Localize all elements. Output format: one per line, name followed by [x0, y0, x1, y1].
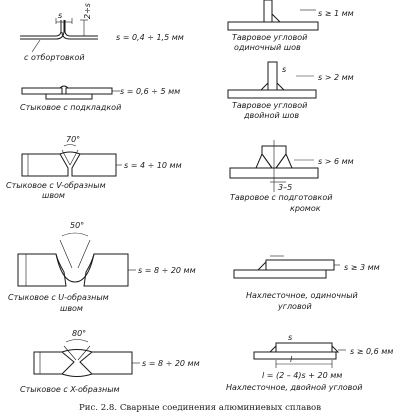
- butt-u-caption-line1: Стыковое с U-образным: [8, 293, 109, 302]
- tee-double-drawing: s: [227, 61, 317, 99]
- lap-double-spec: s ≥ 0,6 мм: [350, 347, 393, 356]
- butt-u-caption-line2: швом: [60, 304, 83, 313]
- joint-butt-v: 70° s = 4 ÷ 10 мм Стыковое с V-образным …: [6, 135, 182, 200]
- joint-tee-bevel: 3–5 s > 6 мм Тавровое с подготовкой кром…: [229, 140, 354, 213]
- butt-v-spec: s = 4 ÷ 10 мм: [124, 161, 182, 170]
- lap-double-dim-s: s: [288, 333, 292, 342]
- svg-text:s: s: [282, 65, 286, 74]
- lap-double-caption: Нахлесточное, двойной угловой: [226, 383, 362, 392]
- tee-double-spec: s > 2 мм: [318, 73, 354, 82]
- tee-single-drawing: [227, 0, 319, 31]
- butt-backing-spec: s = 0,6 ÷ 5 мм: [120, 87, 180, 96]
- butt-v-caption-line2: швом: [42, 191, 65, 200]
- butt-v-angle: 70°: [66, 135, 80, 144]
- joint-flanged: s 2÷s с отбортовкой s = 0,4 ÷ 1,5 мм: [20, 3, 184, 62]
- flanged-dim-flange: 2÷s: [83, 3, 92, 19]
- tee-bevel-caption-line1: Тавровое с подготовкой: [230, 193, 332, 202]
- joint-butt-u: 50° s = 8 ÷ 20 мм Стыковое с U-образным …: [8, 221, 196, 313]
- butt-v-drawing: [21, 144, 122, 177]
- butt-x-drawing: [33, 339, 140, 377]
- butt-x-angle: 80°: [72, 329, 86, 338]
- flanged-spec: s = 0,4 ÷ 1,5 мм: [116, 33, 184, 42]
- butt-x-spec: s = 8 ÷ 20 мм: [142, 359, 200, 368]
- joint-tee-double: s s > 2 мм Тавровое угловой двойной шов: [227, 61, 354, 120]
- flanged-drawing: [20, 18, 98, 53]
- tee-double-caption-line1: Тавровое угловой: [232, 101, 307, 110]
- tee-bevel-caption-line2: кромок: [290, 204, 321, 213]
- flanged-caption: с отбортовкой: [24, 53, 85, 62]
- joint-butt-backing: Стыковое с подкладкой s = 0,6 ÷ 5 мм: [20, 85, 180, 112]
- joint-tee-single: s ≥ 1 мм Тавровое угловой одиночный шов: [227, 0, 354, 52]
- tee-single-caption-line2: одиночный шов: [234, 43, 301, 52]
- butt-x-caption: Стыковое с X-образным: [20, 385, 120, 394]
- butt-u-spec: s = 8 ÷ 20 мм: [138, 266, 196, 275]
- tee-bevel-drawing: [229, 140, 319, 192]
- butt-backing-caption: Стыковое с подкладкой: [20, 103, 121, 112]
- lap-double-formula: l = (2 – 4)s + 20 мм: [262, 371, 342, 380]
- butt-backing-drawing: [21, 85, 120, 100]
- figure-caption: Рис. 2.8. Сварные соединения алюминиевых…: [79, 403, 321, 413]
- tee-bevel-spec: s > 6 мм: [318, 157, 354, 166]
- lap-single-drawing: [233, 255, 340, 279]
- tee-single-spec: s ≥ 1 мм: [318, 9, 354, 18]
- butt-u-drawing: [17, 232, 136, 287]
- lap-double-drawing: [253, 342, 346, 368]
- joint-lap-double: l s s ≥ 0,6 мм l = (2 – 4)s + 20 мм Нахл…: [226, 333, 393, 392]
- tee-double-caption-line2: двойной шов: [243, 111, 299, 120]
- lap-single-caption-line1: Нахлесточное, одиночный: [246, 291, 358, 300]
- joint-butt-x: 80° s = 8 ÷ 20 мм Стыковое с X-образным: [20, 329, 200, 394]
- lap-single-caption-line2: угловой: [277, 302, 312, 311]
- butt-v-caption-line1: Стыковое с V-образным: [6, 181, 106, 190]
- butt-u-angle: 50°: [70, 221, 84, 230]
- lap-double-dim-l: l: [290, 355, 293, 364]
- joint-lap-single: s ≥ 3 мм Нахлесточное, одиночный угловой: [233, 255, 380, 311]
- flanged-dim-s: s: [58, 11, 62, 20]
- lap-single-spec: s ≥ 3 мм: [344, 263, 380, 272]
- tee-bevel-dim: 3–5: [278, 183, 292, 192]
- tee-single-caption-line1: Тавровое угловой: [232, 33, 307, 42]
